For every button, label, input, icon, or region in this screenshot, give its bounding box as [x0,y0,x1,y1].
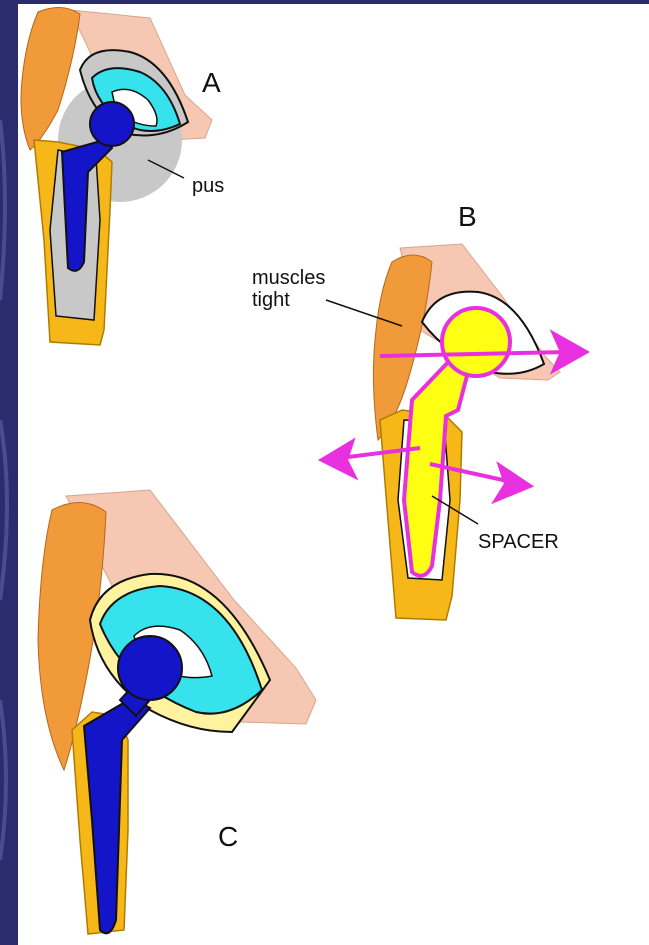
panel-c-letter: C [218,821,238,852]
femoral-head-c [118,636,182,700]
spacer-head [442,308,510,376]
muscles-label-line2: tight [252,289,290,311]
pus-label: pus [192,175,224,197]
muscles-label-line1: muscles [252,267,325,289]
femoral-head-a [90,102,134,146]
panel-a-letter: A [202,67,221,98]
spacer-label: SPACER [478,531,559,553]
panel-b-letter: B [458,201,477,232]
